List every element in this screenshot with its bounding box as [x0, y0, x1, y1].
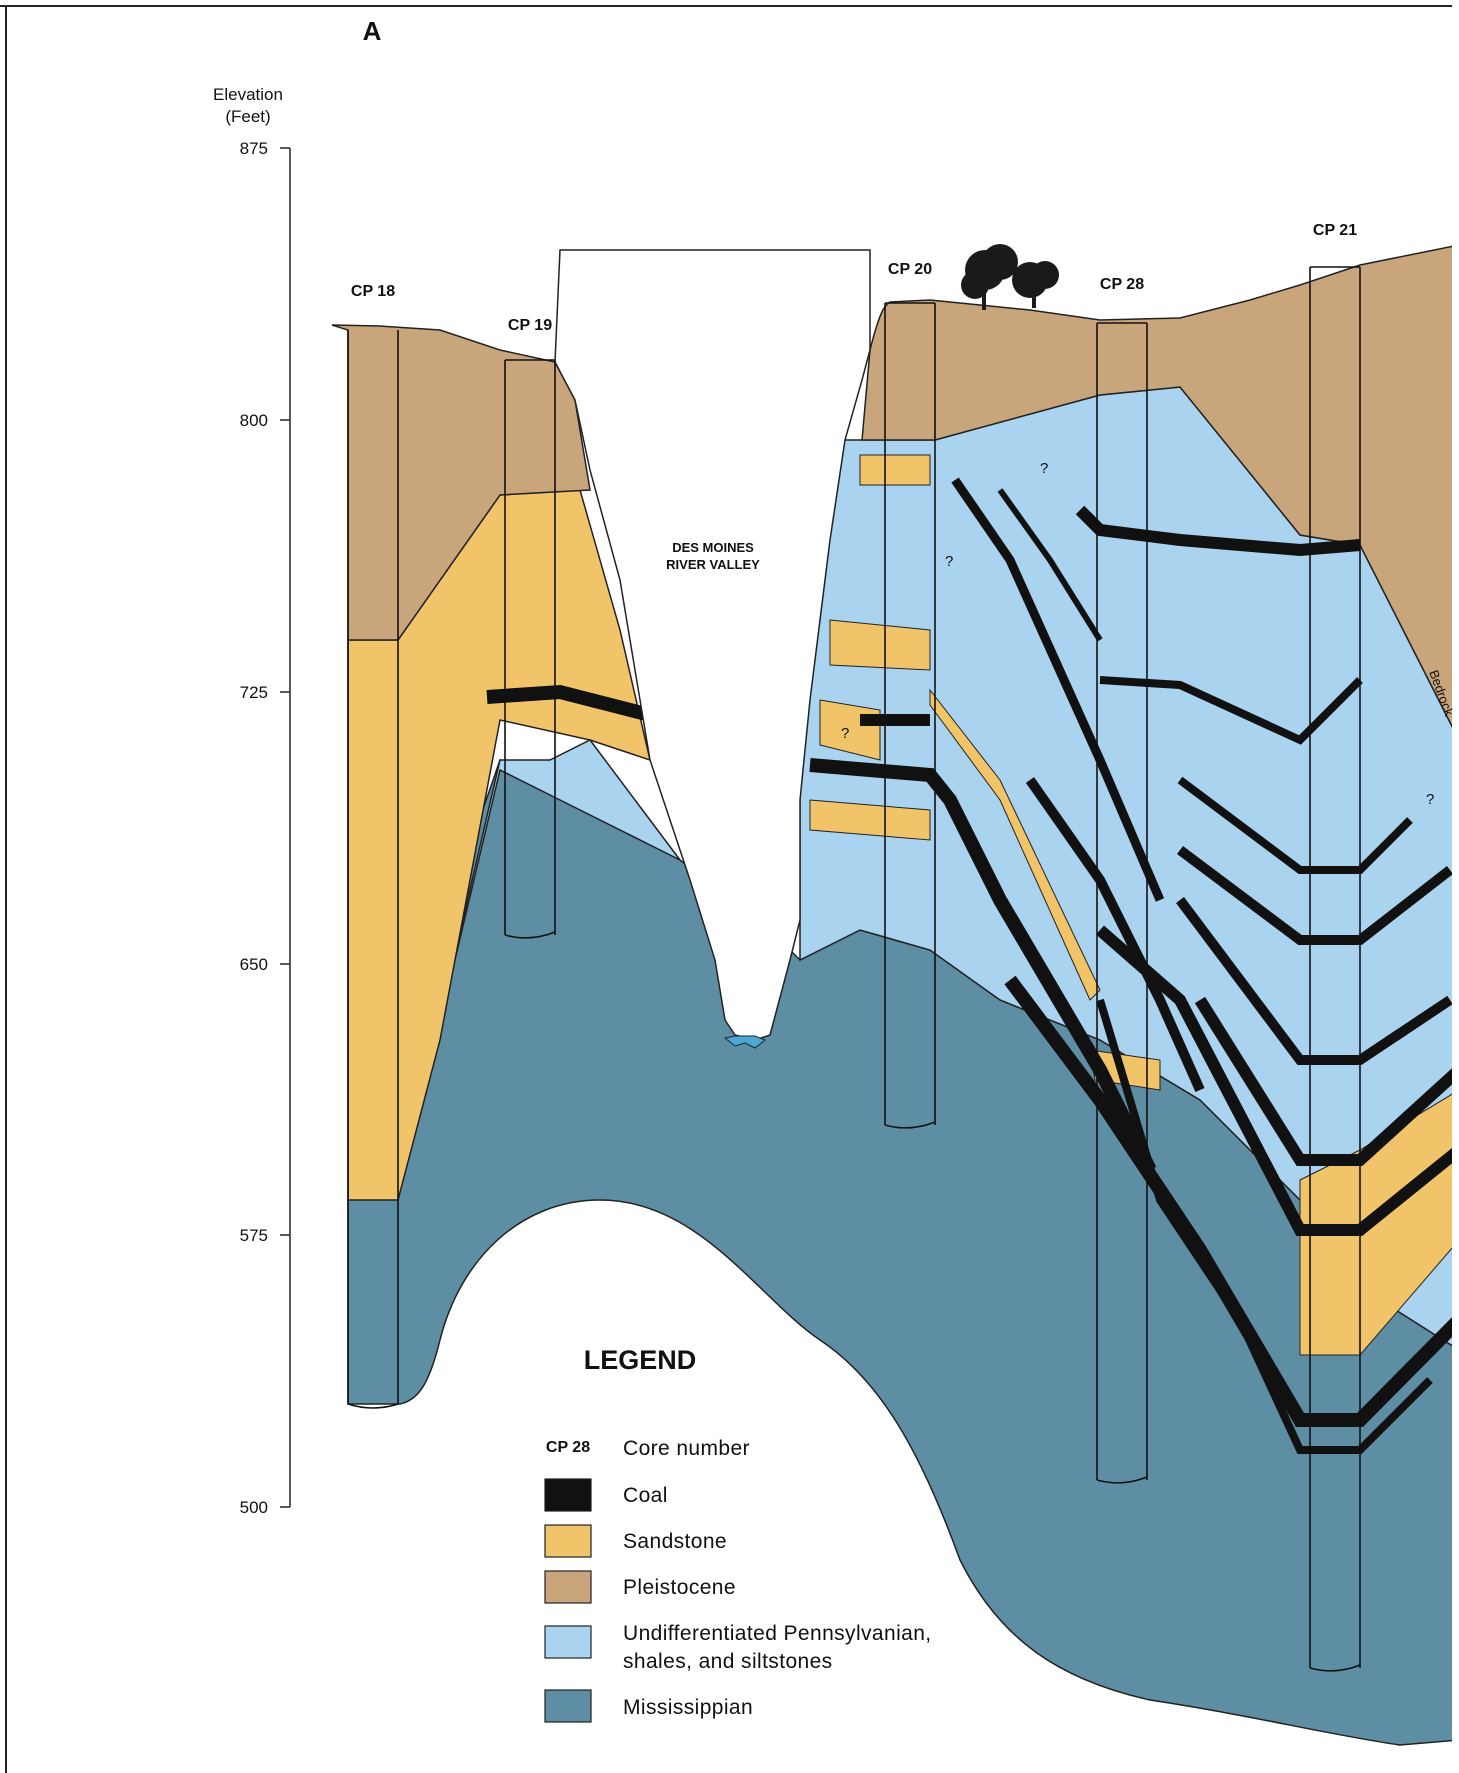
tick-875: 875	[240, 139, 268, 158]
tree-icons	[961, 244, 1059, 310]
unknown-marker-2: ?	[945, 553, 953, 570]
coal-seams	[486, 477, 1459, 1454]
unknown-marker-4: ?	[1426, 791, 1434, 808]
unknown-marker-1: ?	[1040, 460, 1048, 477]
valley-cut	[554, 249, 871, 1041]
core-label-cp20: CP 20	[888, 261, 932, 278]
unknown-marker-3: ?	[841, 725, 849, 742]
legend: LEGEND CP 28 Core number Coal Sandstone …	[544, 1345, 932, 1723]
legend-label-pennsylvanian-line2: shales, and siltstones	[623, 1650, 833, 1673]
legend-swatch-mississippian	[544, 1689, 592, 1723]
mississippian-layer	[347, 758, 1459, 1746]
valley-label-line2: RIVER VALLEY	[666, 557, 760, 572]
core-label-cp18: CP 18	[351, 283, 395, 300]
legend-label-coal: Coal	[623, 1484, 668, 1507]
legend-core-label: Core number	[623, 1437, 750, 1460]
legend-label-sandstone: Sandstone	[623, 1530, 727, 1553]
legend-title: LEGEND	[584, 1345, 697, 1375]
tick-500: 500	[240, 1498, 268, 1517]
tick-725: 725	[240, 683, 268, 702]
legend-swatch-pleistocene	[544, 1570, 592, 1604]
valley-label-line1: DES MOINES	[672, 540, 754, 555]
elevation-axis	[280, 147, 291, 1508]
pennsylvanian-left	[397, 739, 681, 1201]
legend-label-pennsylvanian-line1: Undifferentiated Pennsylvanian,	[623, 1622, 932, 1645]
core-label-cp19: CP 19	[508, 317, 552, 334]
core-label-cp28: CP 28	[1100, 276, 1144, 293]
core-columns	[347, 266, 1361, 1672]
legend-swatch-sandstone	[544, 1524, 592, 1558]
panel-label: A	[363, 16, 382, 46]
axis-title-line1: Elevation	[213, 85, 283, 104]
core-label-cp21: CP 21	[1313, 222, 1357, 239]
tick-800: 800	[240, 411, 268, 430]
legend-core-sample: CP 28	[546, 1439, 590, 1456]
legend-label-pleistocene: Pleistocene	[623, 1576, 736, 1599]
legend-swatch-coal	[544, 1478, 592, 1512]
river-water	[723, 1035, 766, 1049]
tick-650: 650	[240, 955, 268, 974]
legend-swatch-pennsylvanian	[544, 1625, 592, 1659]
right-margin	[1452, 0, 1459, 1773]
legend-label-mississippian: Mississippian	[623, 1696, 753, 1719]
tick-575: 575	[240, 1226, 268, 1245]
axis-title-line2: (Feet)	[225, 107, 270, 126]
